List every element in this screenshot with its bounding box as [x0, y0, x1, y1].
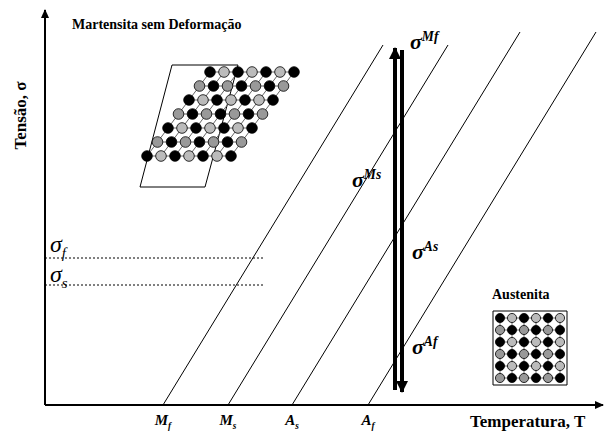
- temperature-tick: As: [285, 413, 299, 431]
- temperature-tick: Ms: [220, 413, 237, 431]
- temperature-tick: Af: [361, 413, 374, 431]
- loading-arrow-down: [400, 50, 404, 392]
- as-line: [292, 32, 520, 405]
- af-line: [368, 32, 596, 405]
- stress-label: σMf: [410, 30, 439, 53]
- austenite-lattice: [493, 311, 567, 385]
- temperature-axis: [45, 404, 603, 406]
- stress-axis: [44, 10, 46, 405]
- ms-line: [228, 45, 448, 405]
- martensite-lattice: [140, 65, 299, 187]
- stress-label: σAs: [412, 240, 438, 263]
- stress-label: σs: [50, 262, 68, 291]
- stress-label: σMs: [352, 168, 381, 191]
- stress-label: σAf: [412, 335, 437, 358]
- temperature-tick: Mf: [155, 413, 171, 431]
- sigma-f-dash: [45, 258, 265, 259]
- phase-label: Martensita sem Deformação: [72, 18, 242, 32]
- sigma-s-dash: [45, 285, 265, 286]
- phase-label: Austenita: [492, 288, 550, 302]
- stress-label: σf: [50, 232, 66, 261]
- axis-title: Tensão, σ: [12, 81, 29, 149]
- axis-title: Temperatura, T: [470, 413, 585, 430]
- loading-arrow-up: [393, 48, 397, 390]
